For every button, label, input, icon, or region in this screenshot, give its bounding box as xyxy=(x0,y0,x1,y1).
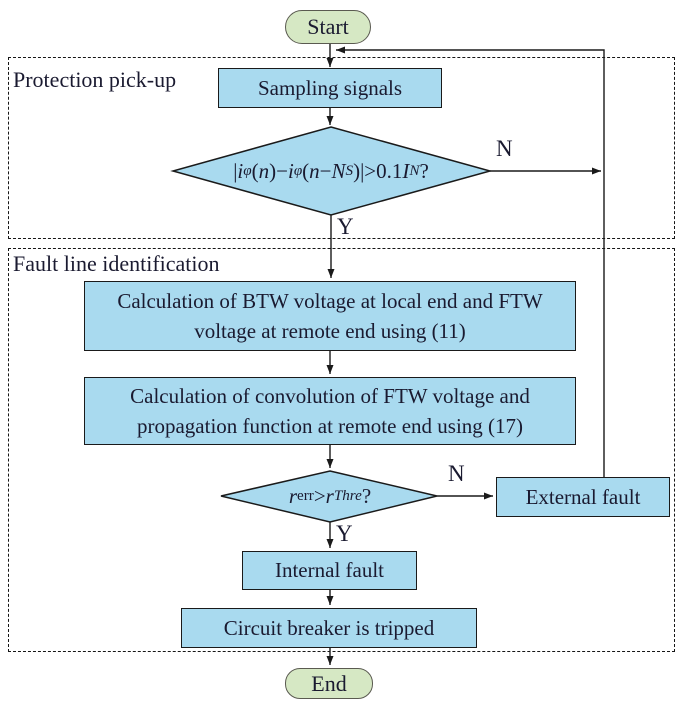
end-label: End xyxy=(311,670,347,696)
sampling-signals-node: Sampling signals xyxy=(218,68,442,108)
edge-feedback-to-sampling xyxy=(336,46,605,477)
end-terminal: End xyxy=(285,668,373,699)
section-label-protection-pickup: Protection pick-up xyxy=(13,67,177,92)
ratio-decision-shape xyxy=(220,470,438,523)
breaker-tripped-node: Circuit breaker is tripped xyxy=(181,608,477,648)
internal-fault-node: Internal fault xyxy=(242,551,417,590)
start-label: Start xyxy=(307,14,349,39)
ratio-no-label: N xyxy=(448,461,465,486)
pickup-decision-shape xyxy=(170,126,493,216)
pickup-yes-label: Y xyxy=(337,214,354,239)
external-fault-node: External fault xyxy=(496,477,670,517)
start-terminal: Start xyxy=(285,10,371,44)
calc-convolution-node: Calculation of convolution of FTW voltag… xyxy=(84,377,576,445)
pickup-no-label: N xyxy=(496,136,513,161)
section-label-fault-line-identification: Fault line identification xyxy=(13,251,220,276)
section-protection-pickup-frame xyxy=(8,57,675,239)
section-fault-line-identification-frame xyxy=(8,248,675,652)
ratio-yes-label: Y xyxy=(336,521,353,546)
calc-btw-ftw-node: Calculation of BTW voltage at local end … xyxy=(84,281,576,351)
